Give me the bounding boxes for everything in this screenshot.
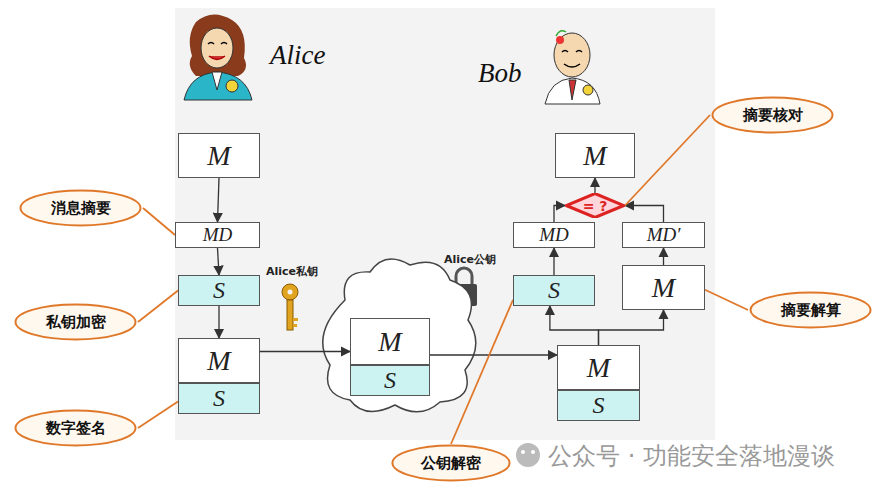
node-label: S xyxy=(213,385,225,412)
node-label: = ? xyxy=(583,198,608,214)
bob-figure xyxy=(545,31,600,104)
message-box: M xyxy=(178,338,260,383)
callout-text: 摘要核对 xyxy=(743,106,803,125)
network-cloud xyxy=(323,259,476,412)
node-label: MD′ xyxy=(647,224,681,246)
flow-arrow xyxy=(218,306,219,338)
leader-line xyxy=(143,208,175,235)
node-label: M xyxy=(587,352,610,384)
signature-box: S xyxy=(178,275,260,306)
callout-ellipse: 数字签名 xyxy=(13,409,138,447)
message-box: M xyxy=(555,133,635,178)
private-key-icon xyxy=(282,284,298,330)
callout-text: 数字签名 xyxy=(46,419,106,438)
message-box: M xyxy=(178,133,260,178)
key-caption: Alice私钥 xyxy=(266,264,318,279)
callout-ellipse: 私钥加密 xyxy=(13,303,138,341)
callout-text: 摘要解算 xyxy=(781,301,841,320)
node-label: S xyxy=(384,367,396,394)
flow-arrow xyxy=(260,351,350,352)
key-caption: Alice公钥 xyxy=(444,252,496,267)
flow-arrow xyxy=(663,248,664,265)
leader-line xyxy=(705,290,748,310)
digest-box: MD′ xyxy=(622,222,705,248)
node-label: M xyxy=(583,140,606,172)
callout-text: 消息摘要 xyxy=(51,199,111,218)
callout-text: 公钥解密 xyxy=(421,454,481,473)
leader-line xyxy=(138,291,178,323)
node-label: M xyxy=(207,140,230,172)
signature-box: S xyxy=(178,383,260,414)
node-label: M xyxy=(378,326,401,358)
callout-text: 私钥加密 xyxy=(46,313,106,332)
flow-arrow xyxy=(430,354,557,355)
digest-box: MD xyxy=(175,222,260,248)
alice-figure xyxy=(184,14,252,100)
watermark: 公众号 · 功能安全落地漫谈 xyxy=(548,440,835,472)
message-box: M xyxy=(350,318,430,365)
decision-diamond: = ? xyxy=(565,193,625,218)
callout-ellipse: 摘要解算 xyxy=(748,291,873,329)
node-label: MD xyxy=(539,224,569,246)
node-label: M xyxy=(652,272,675,304)
leader-line xyxy=(625,115,710,206)
flow-arrow xyxy=(625,206,664,223)
flow-arrow xyxy=(594,178,595,193)
watermark-icon xyxy=(516,443,540,467)
callout-ellipse: 公钥解密 xyxy=(390,444,512,482)
message-box: M xyxy=(557,345,640,390)
flow-arrow xyxy=(218,178,220,222)
alice-name: Alice xyxy=(270,40,325,71)
flow-arrow xyxy=(554,206,565,223)
node-label: MD xyxy=(203,224,233,246)
flow-arrow xyxy=(553,248,554,275)
signature-box: S xyxy=(557,390,640,421)
node-label: S xyxy=(593,392,605,419)
bob-name: Bob xyxy=(478,58,522,89)
flow-arrow xyxy=(218,248,220,275)
background-panel xyxy=(175,8,715,440)
digest-box: MD xyxy=(513,222,595,248)
node-label: M xyxy=(207,345,230,377)
leader-line xyxy=(138,402,178,428)
leader-line xyxy=(451,300,513,444)
callout-ellipse: 消息摘要 xyxy=(18,189,143,227)
node-label: S xyxy=(548,277,560,304)
message-box: M xyxy=(622,265,705,310)
signature-box: S xyxy=(513,275,595,306)
signature-box: S xyxy=(350,365,430,396)
node-label: S xyxy=(213,277,225,304)
flow-arrow xyxy=(550,306,599,345)
flow-arrow xyxy=(599,310,664,345)
callout-ellipse: 摘要核对 xyxy=(710,96,835,134)
